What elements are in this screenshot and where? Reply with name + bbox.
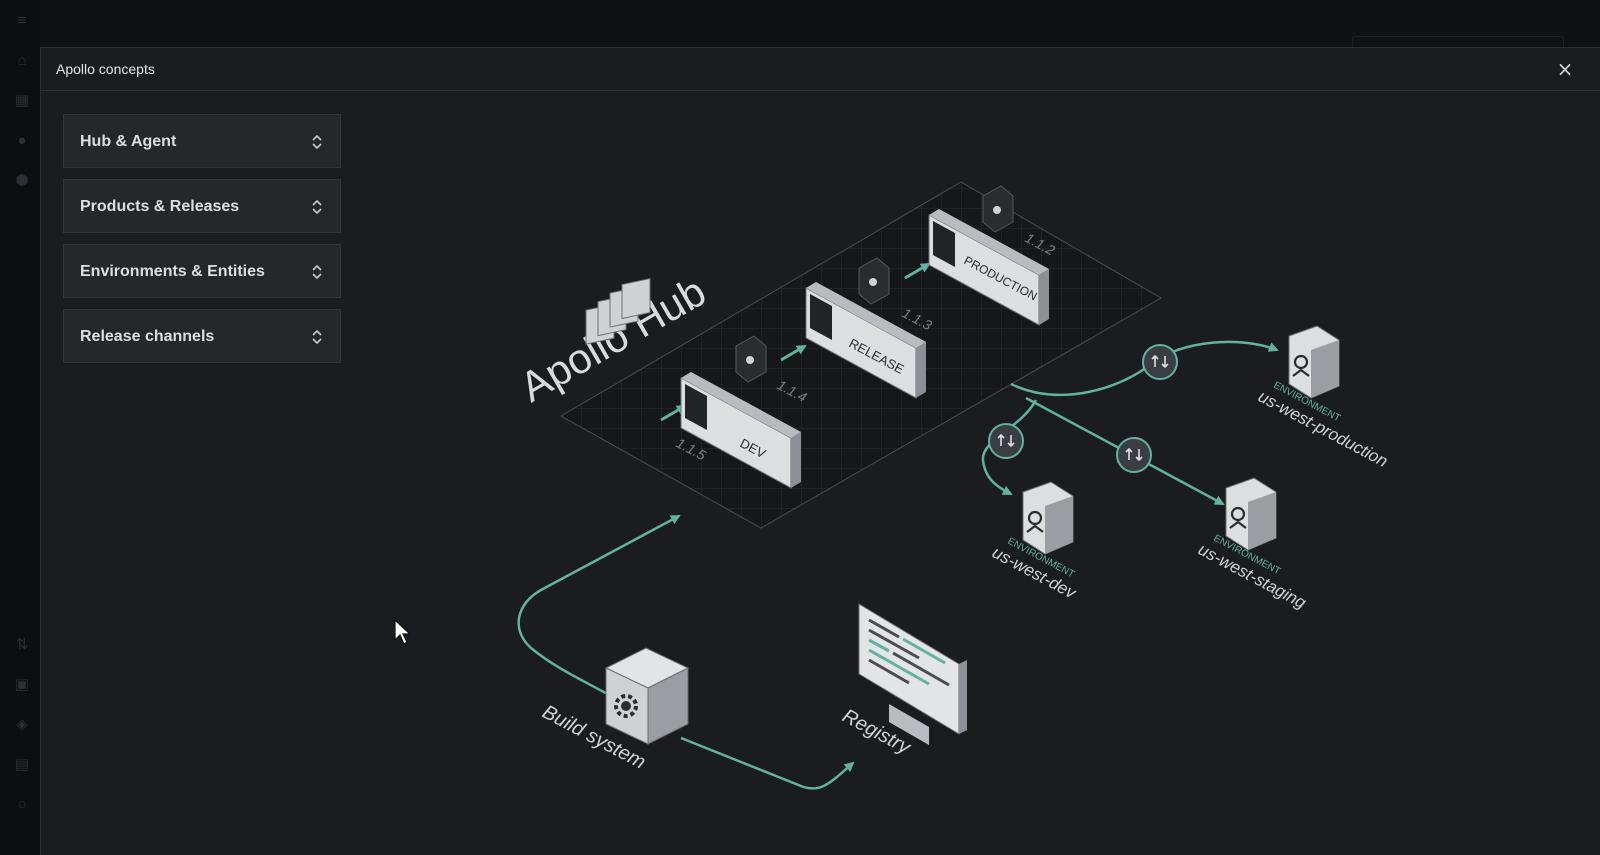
tag-icon (735, 335, 767, 383)
accordion-label: Products & Releases (80, 198, 240, 215)
artifact-stack (585, 277, 651, 345)
environment-pin-icon (1292, 354, 1310, 377)
channel-transfer-icon (1142, 344, 1178, 380)
cube-icon: ⬢ (15, 172, 29, 189)
flow-arrow (780, 344, 807, 362)
environment-dev (1022, 481, 1074, 555)
transfer-icon: ⇅ (15, 636, 29, 653)
book-icon: ▤ (14, 756, 30, 773)
stage-production: PRODUCTION (928, 209, 1049, 326)
build-system-cube (604, 647, 690, 745)
accordion-item-environments-entities[interactable]: Environments & Entities (63, 244, 341, 298)
stage-release: RELEASE (805, 282, 926, 399)
close-icon: × (1556, 57, 1574, 81)
chevron-up-down-icon (312, 134, 322, 150)
user-icon: ● (17, 132, 27, 149)
close-button[interactable]: × (1552, 56, 1578, 82)
accordion-item-products-releases[interactable]: Products & Releases (63, 179, 341, 233)
registry-monitor (858, 603, 967, 745)
grid-icon: ▦ (14, 92, 30, 109)
home-icon: ⌂ (17, 52, 27, 69)
archive-icon: ▣ (14, 676, 30, 693)
tag-icon (858, 257, 890, 305)
mouse-cursor-icon (394, 618, 412, 645)
gear-icon (614, 694, 638, 718)
apollo-concepts-modal: Apollo concepts × Hub & Agent Products &… (40, 47, 1600, 855)
concepts-accordion: Hub & Agent Products & Releases Environm… (63, 114, 341, 374)
chevron-up-down-icon (312, 329, 322, 345)
environment-staging (1225, 477, 1277, 551)
accordion-label: Environments & Entities (80, 263, 265, 280)
chevron-up-down-icon (312, 264, 322, 280)
channel-line-dev (981, 399, 1038, 496)
environment-name: us-west-staging (1195, 540, 1310, 613)
environment-pin-icon (1229, 506, 1247, 529)
environment-pin-icon (1026, 510, 1044, 533)
tag-icon (982, 185, 1014, 233)
environment-production (1288, 325, 1340, 399)
accordion-label: Hub & Agent (80, 133, 177, 150)
chevron-up-down-icon (312, 199, 322, 215)
modal-title: Apollo concepts (56, 61, 155, 77)
shield-icon: ◈ (16, 716, 28, 733)
modal-header: Apollo concepts × (41, 48, 1600, 91)
monitor-icon (868, 618, 950, 687)
accordion-item-release-channels[interactable]: Release channels (63, 309, 341, 363)
environment-name: us-west-production (1255, 387, 1391, 471)
channel-transfer-icon (988, 423, 1024, 459)
app-sidebar: ≡ ⌂ ▦ ● ⬢ ⇅ ▣ ◈ ▤ ○ (0, 0, 40, 855)
channel-transfer-icon (1116, 437, 1152, 473)
menu-icon: ≡ (17, 12, 27, 29)
search-icon: ○ (17, 796, 27, 813)
flow-arrow (904, 262, 931, 280)
build-to-registry-line (680, 736, 855, 790)
accordion-item-hub-agent[interactable]: Hub & Agent (63, 114, 341, 168)
stage-dev: DEV (680, 372, 801, 489)
apollo-concepts-diagram: Apollo Hub DEV RELEASE (512, 181, 1391, 790)
accordion-label: Release channels (80, 328, 215, 345)
